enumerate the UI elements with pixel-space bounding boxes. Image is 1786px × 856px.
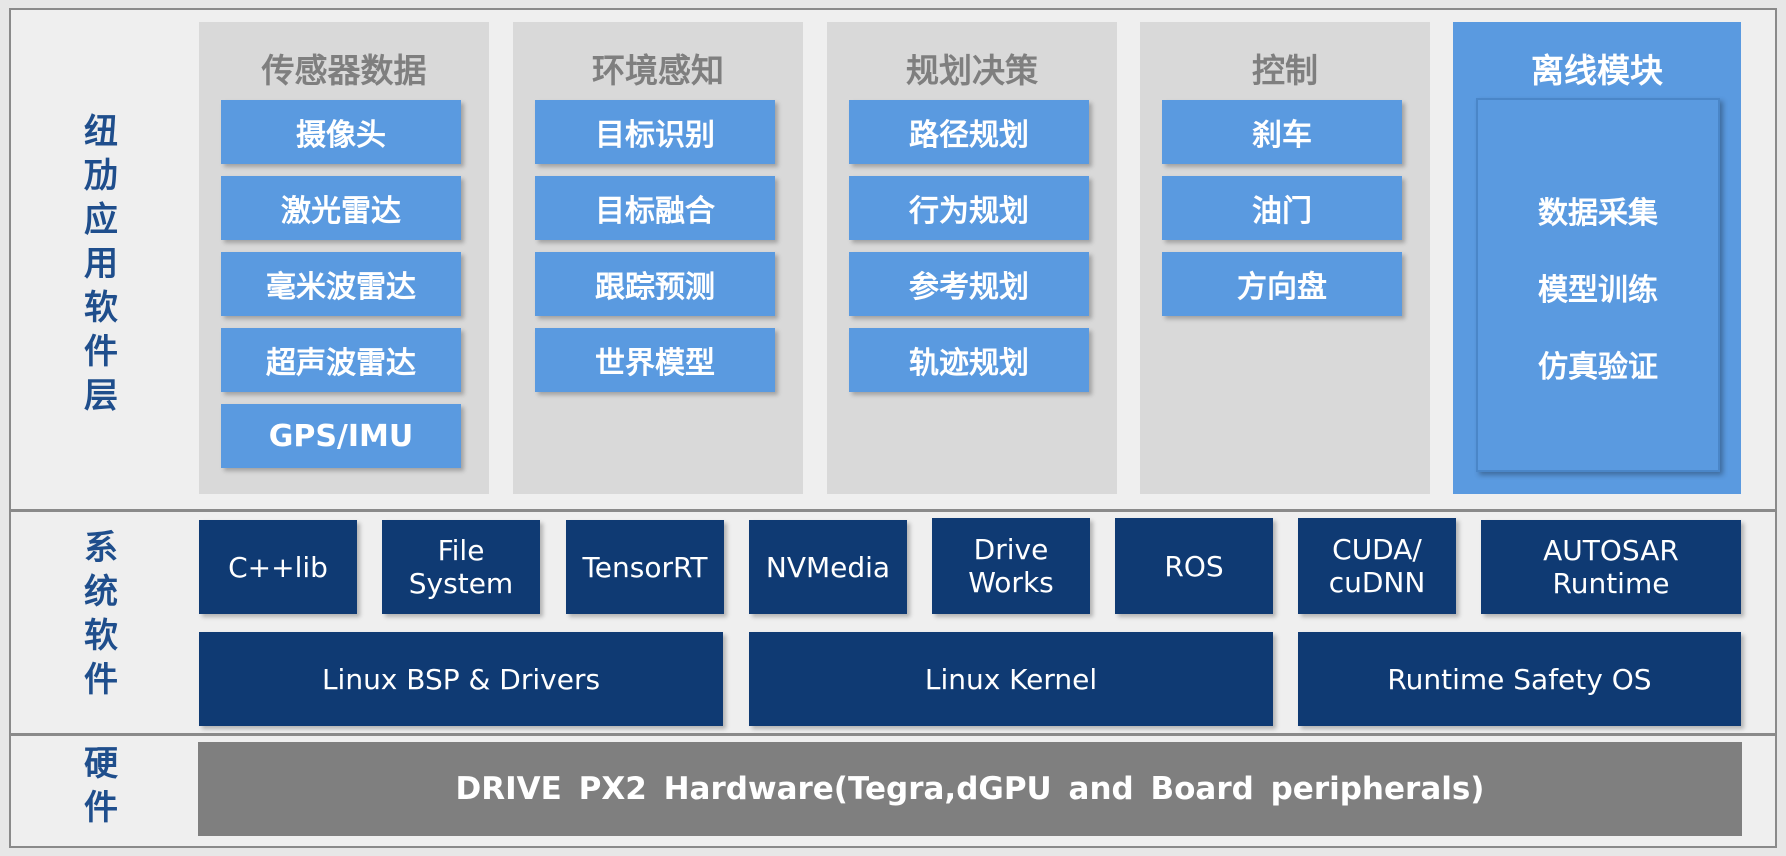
system-base-box: Linux Kernel (749, 632, 1273, 726)
column-title: 传感器数据 (261, 51, 427, 90)
hardware-box: DRIVE PX2 Hardware(Tegra,dGPU and Board … (198, 742, 1742, 836)
layer-label-app: 纽劢应用软件层 (76, 110, 126, 418)
system-base-box: Linux BSP & Drivers (199, 632, 723, 726)
layer-label-system-text: 系统软件 (84, 528, 118, 700)
layer-divider-top (9, 509, 1777, 512)
offline-item: 数据采集 (1538, 196, 1658, 231)
column-title: 规划决策 (906, 51, 1038, 90)
layer-label-hardware-text: 硬件 (84, 744, 118, 828)
column-control: 控制 刹车 油门 方向盘 (1140, 22, 1430, 494)
module-box: 毫米波雷达 (221, 252, 461, 316)
module-box: 摄像头 (221, 100, 461, 164)
module-box: 目标融合 (535, 176, 775, 240)
offline-item: 模型训练 (1538, 273, 1658, 308)
module-box: 方向盘 (1162, 252, 1402, 316)
module-box: 跟踪预测 (535, 252, 775, 316)
module-box: 参考规划 (849, 252, 1089, 316)
module-box: 刹车 (1162, 100, 1402, 164)
module-box: 轨迹规划 (849, 328, 1089, 392)
system-lib-box: C++lib (199, 520, 357, 614)
module-box: GPS/IMU (221, 404, 461, 468)
column-title: 环境感知 (592, 51, 724, 90)
offline-module-box: 数据采集 模型训练 仿真验证 (1476, 98, 1720, 472)
column-title: 离线模块 (1531, 51, 1663, 90)
module-box: 油门 (1162, 176, 1402, 240)
system-lib-box: CUDA/ cuDNN (1298, 518, 1456, 614)
layer-label-hardware: 硬件 (76, 742, 126, 830)
offline-item: 仿真验证 (1538, 350, 1658, 385)
column-perception: 环境感知 目标识别 目标融合 跟踪预测 世界模型 (513, 22, 803, 494)
system-lib-box: NVMedia (749, 520, 907, 614)
system-base-box: Runtime Safety OS (1298, 632, 1741, 726)
layer-label-app-text: 纽劢应用软件层 (84, 112, 118, 416)
system-lib-box: Drive Works (932, 518, 1090, 614)
system-lib-box: AUTOSAR Runtime (1481, 520, 1741, 614)
column-planning: 规划决策 路径规划 行为规划 参考规划 轨迹规划 (827, 22, 1117, 494)
module-box: 目标识别 (535, 100, 775, 164)
module-box: 世界模型 (535, 328, 775, 392)
module-box: 超声波雷达 (221, 328, 461, 392)
system-lib-box: File System (382, 520, 540, 614)
module-box: 激光雷达 (221, 176, 461, 240)
column-offline: 离线模块 数据采集 模型训练 仿真验证 (1453, 22, 1741, 494)
layer-label-system: 系统软件 (76, 526, 126, 702)
module-box: 行为规划 (849, 176, 1089, 240)
system-lib-box: TensorRT (566, 520, 724, 614)
system-lib-box: ROS (1115, 518, 1273, 614)
layer-divider-bottom (9, 733, 1777, 736)
column-sensor-data: 传感器数据 摄像头 激光雷达 毫米波雷达 超声波雷达 GPS/IMU (199, 22, 489, 494)
column-title: 控制 (1252, 51, 1318, 90)
module-box: 路径规划 (849, 100, 1089, 164)
